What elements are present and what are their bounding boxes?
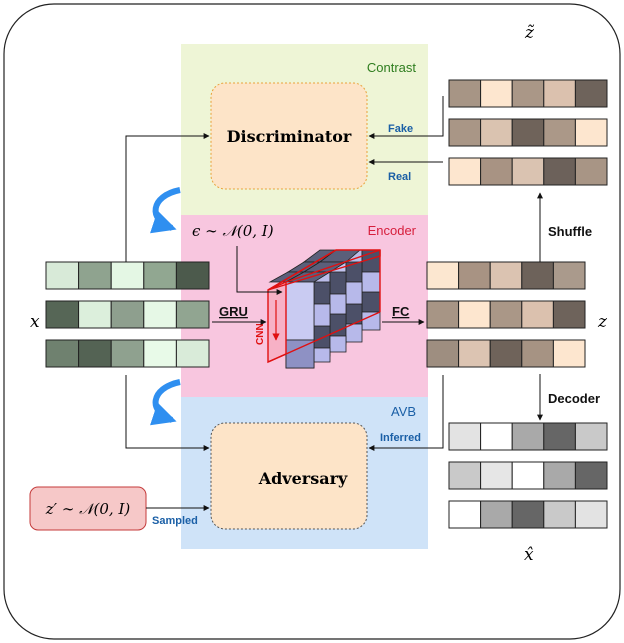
x-hat-grid-cell — [511, 422, 545, 451]
x-grid-cell — [45, 300, 80, 329]
epsilon-arrow — [236, 246, 283, 295]
x-hat-grid-cell — [574, 422, 608, 451]
adversary-label: Adversary — [258, 469, 348, 488]
x-hat-grid-cell — [574, 500, 608, 529]
inferred-label: Inferred — [380, 432, 421, 444]
z-tilde-grid-cell — [448, 79, 482, 108]
z-tilde-grid-cell — [480, 79, 513, 108]
prior-label: z′ ∼ 𝒩(0, I) — [45, 500, 131, 518]
x-hat-grid-cell — [511, 461, 545, 490]
gru-label: GRU — [219, 304, 248, 319]
x-grid-cell — [143, 339, 177, 368]
x-hat-grid-cell — [480, 500, 513, 529]
fc-label: FC — [392, 304, 410, 319]
x-hat-grid-cell — [543, 500, 576, 529]
x-grid-cell — [143, 300, 177, 329]
z-symbol: z — [597, 312, 608, 332]
real-label: Real — [388, 171, 411, 183]
x-symbol: x — [30, 312, 40, 332]
x-grid-cell — [143, 261, 177, 290]
x-grid-cell — [110, 300, 145, 329]
curved-arrow-bottom — [149, 379, 181, 426]
z-grid-cell — [521, 261, 554, 290]
shuffle-label: Shuffle — [548, 224, 592, 239]
z-grid-cell — [521, 300, 554, 329]
avb-label: AVB — [391, 404, 416, 419]
z-grid-cell — [426, 339, 460, 368]
x-grid-cell — [45, 339, 80, 368]
decoder-label: Decoder — [548, 391, 600, 406]
z-tilde-grid-cell — [511, 157, 545, 186]
x-grid-cell — [175, 339, 210, 368]
z-tilde-grid-cell — [543, 118, 576, 147]
z-grid-cell — [489, 300, 523, 329]
x-hat-grid-cell — [448, 461, 482, 490]
x-grid-cell — [78, 261, 112, 290]
x-grid-cell — [175, 261, 210, 290]
z-tilde-symbol: z̃ — [524, 23, 535, 43]
z-tilde-grid-cell — [543, 79, 576, 108]
z-tilde-grid-cell — [448, 157, 482, 186]
adversary-box — [210, 422, 368, 530]
x-grid — [45, 261, 210, 368]
fake-label: Fake — [388, 123, 413, 135]
z-grid-cell — [458, 339, 491, 368]
z-tilde-grid-cell — [448, 118, 482, 147]
z-grid-cell — [458, 300, 491, 329]
x-grid-cell — [110, 261, 145, 290]
z-tilde-grid — [448, 79, 608, 186]
cnn-label: CNN — [255, 323, 266, 345]
x-grid-cell — [175, 300, 210, 329]
x-hat-symbol: x̂ — [524, 545, 534, 565]
encoder-label: Encoder — [368, 223, 417, 238]
z-grid-cell — [426, 261, 460, 290]
x-hat-grid-cell — [543, 422, 576, 451]
z-tilde-grid-cell — [574, 157, 608, 186]
z-grid-cell — [552, 339, 586, 368]
x-hat-grid-cell — [480, 461, 513, 490]
z-grid-cell — [458, 261, 491, 290]
sampled-label: Sampled — [152, 515, 198, 527]
epsilon-label: ϵ ∼ 𝒩(0, I) — [192, 222, 274, 240]
x-hat-grid-cell — [574, 461, 608, 490]
z-tilde-grid-cell — [511, 118, 545, 147]
z-tilde-grid-cell — [480, 157, 513, 186]
inferred-arrow — [368, 375, 444, 451]
x-to-adversary-arrow — [125, 375, 210, 451]
fake-arrow — [368, 96, 444, 139]
z-grid-cell — [521, 339, 554, 368]
arrows — [125, 96, 543, 511]
x-hat-grid-cell — [448, 500, 482, 529]
x-hat-grid-cell — [511, 500, 545, 529]
x-grid-cell — [78, 300, 112, 329]
x-hat-grid — [448, 422, 608, 529]
z-tilde-grid-cell — [480, 118, 513, 147]
x-grid-cell — [45, 261, 80, 290]
z-grid — [426, 261, 586, 368]
discriminator-label: Discriminator — [227, 127, 352, 146]
z-grid-cell — [489, 339, 523, 368]
z-tilde-grid-cell — [511, 79, 545, 108]
contrast-label: Contrast — [367, 60, 417, 75]
z-tilde-grid-cell — [543, 157, 576, 186]
z-grid-cell — [426, 300, 460, 329]
discriminator-box — [210, 82, 368, 190]
conv-block — [267, 249, 381, 369]
x-grid-cell — [78, 339, 112, 368]
curved-arrow-top — [149, 187, 181, 234]
x-hat-grid-cell — [448, 422, 482, 451]
x-to-discriminator-arrow — [125, 133, 210, 262]
x-grid-cell — [110, 339, 145, 368]
z-tilde-grid-cell — [574, 79, 608, 108]
z-tilde-grid-cell — [574, 118, 608, 147]
z-grid-cell — [489, 261, 523, 290]
x-hat-grid-cell — [480, 422, 513, 451]
x-hat-grid-cell — [543, 461, 576, 490]
z-grid-cell — [552, 261, 586, 290]
z-grid-cell — [552, 300, 586, 329]
